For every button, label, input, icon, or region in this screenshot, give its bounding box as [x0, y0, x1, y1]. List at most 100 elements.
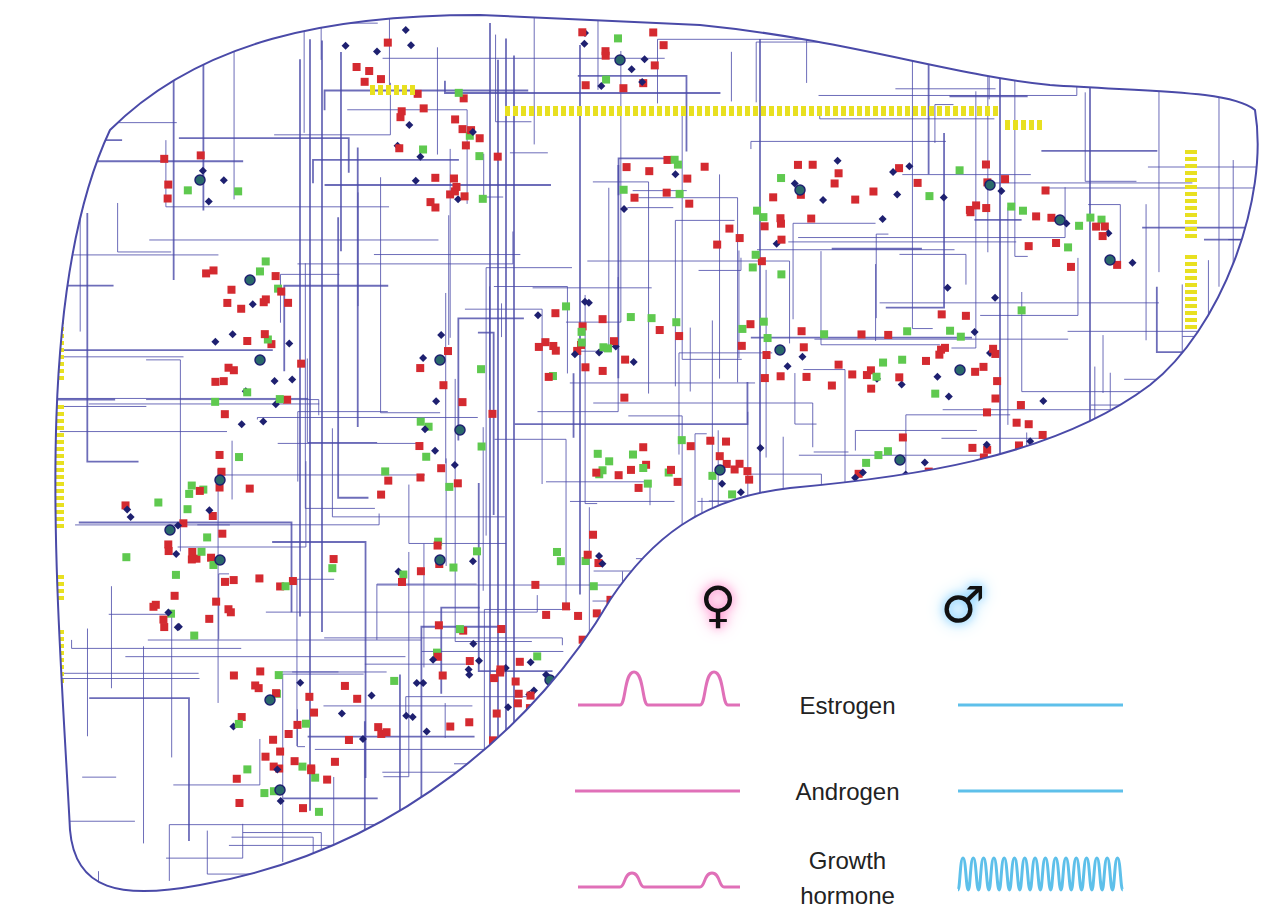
- pathway-wire: [573, 373, 575, 438]
- complex-node: [215, 475, 225, 485]
- pathway-wire: [941, 438, 1167, 526]
- pathway-wire: [566, 51, 621, 322]
- pathway-wire: [803, 370, 845, 636]
- pathway-wire: [912, 47, 932, 328]
- pathway-wire: [753, 879, 790, 915]
- reaction-node: [205, 506, 213, 514]
- species-node: [384, 477, 392, 485]
- exchange-marker: [52, 503, 64, 507]
- species-node: [510, 731, 518, 739]
- pathway-wire: [757, 249, 955, 250]
- pathway-wire: [510, 152, 548, 153]
- pathway-wire: [46, 368, 308, 399]
- pathway-wire: [631, 875, 661, 915]
- species-node: [531, 581, 539, 589]
- exchange-marker: [729, 106, 734, 116]
- reaction-node: [421, 425, 429, 433]
- species-node: [946, 327, 954, 335]
- complex-node: [985, 180, 995, 190]
- species-node: [256, 667, 264, 675]
- pathway-wire: [347, 110, 467, 204]
- pathway-wire: [882, 605, 883, 847]
- pathway-wire: [1136, 732, 1227, 825]
- pathway-wire: [682, 114, 742, 360]
- pathway-wire: [566, 0, 598, 90]
- exchange-marker: [52, 306, 64, 310]
- reaction-node: [620, 205, 628, 213]
- reaction-node: [504, 703, 512, 711]
- pathway-wire: [893, 750, 956, 878]
- species-node: [494, 153, 502, 161]
- exchange-marker: [857, 106, 862, 116]
- pathway-wire: [445, 703, 446, 738]
- species-node: [962, 312, 970, 320]
- pathway-wire: [308, 736, 475, 738]
- exchange-marker: [52, 630, 64, 634]
- species-node: [672, 318, 680, 326]
- species-node: [589, 531, 597, 539]
- species-node: [982, 204, 990, 212]
- pathway-wire: [623, 838, 694, 839]
- species-node: [238, 713, 246, 721]
- species-node: [746, 320, 754, 328]
- exchange-marker: [1185, 311, 1197, 315]
- species-node: [873, 480, 881, 488]
- exchange-marker: [378, 85, 383, 95]
- species-node: [574, 612, 582, 620]
- pathway-wire: [814, 451, 849, 452]
- pathway-wire: [902, 174, 1031, 175]
- exchange-marker: [1185, 304, 1197, 308]
- pathway-wire: [173, 55, 175, 280]
- species-node: [276, 748, 284, 756]
- exchange-marker: [921, 106, 926, 116]
- species-node: [991, 350, 999, 358]
- species-node: [687, 442, 695, 450]
- exchange-marker: [905, 106, 910, 116]
- exchange-marker: [961, 106, 966, 116]
- exchange-marker: [52, 517, 64, 521]
- pathway-wire: [589, 759, 682, 760]
- species-node: [584, 551, 592, 559]
- species-node: [416, 364, 424, 372]
- complex-node: [435, 555, 445, 565]
- species-node: [377, 75, 385, 83]
- species-node: [873, 373, 881, 381]
- species-node: [798, 327, 806, 335]
- species-node: [914, 179, 922, 187]
- species-node: [835, 361, 843, 369]
- species-node: [188, 548, 196, 556]
- species-node: [311, 774, 319, 782]
- exchange-marker: [793, 106, 798, 116]
- species-node: [493, 710, 501, 718]
- exchange-marker: [617, 106, 622, 116]
- reaction-node: [277, 797, 285, 805]
- reaction-node: [945, 392, 953, 400]
- estrogen-male-profile: [958, 704, 1123, 707]
- pathway-wire: [1076, 686, 1111, 778]
- species-node: [454, 479, 462, 487]
- pathway-wire: [169, 825, 386, 881]
- species-node: [184, 505, 192, 513]
- species-node: [851, 196, 859, 204]
- female-symbol: ♀: [690, 580, 746, 630]
- species-node: [223, 299, 231, 307]
- species-node: [725, 225, 733, 233]
- species-node: [862, 459, 870, 467]
- exchange-marker: [657, 106, 662, 116]
- species-node: [310, 709, 318, 717]
- species-node: [639, 464, 647, 472]
- species-node: [345, 736, 353, 744]
- species-node: [644, 480, 652, 488]
- pathway-wire: [243, 833, 321, 891]
- species-node: [188, 482, 196, 490]
- reaction-node: [271, 377, 279, 385]
- pathway-wire: [635, 792, 688, 846]
- exchange-marker: [52, 412, 64, 416]
- species-node: [365, 67, 373, 75]
- species-node: [590, 582, 598, 590]
- species-node: [683, 175, 691, 183]
- exchange-marker: [977, 106, 982, 116]
- species-node: [828, 382, 836, 390]
- exchange-marker: [769, 106, 774, 116]
- species-node: [203, 533, 211, 541]
